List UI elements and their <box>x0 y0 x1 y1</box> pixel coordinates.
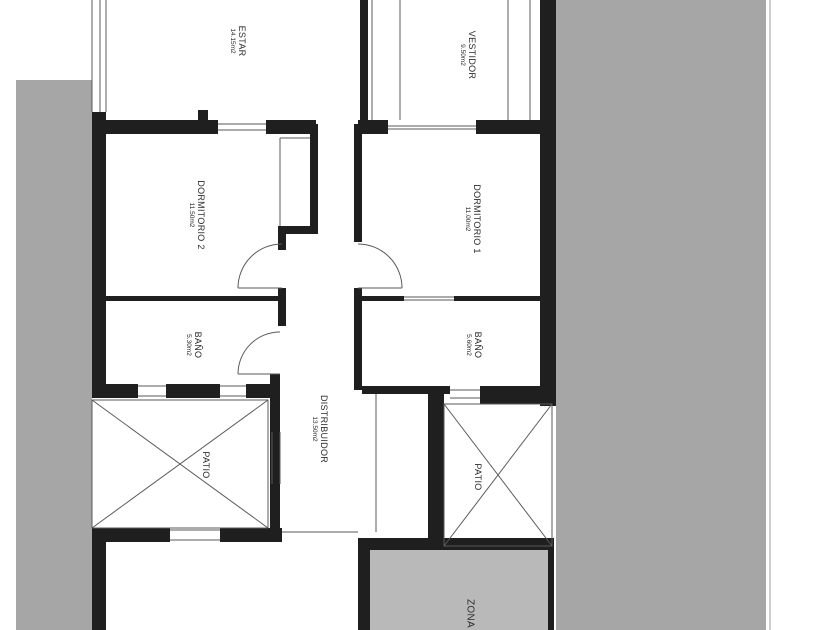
wall-estar-dorm2-b <box>266 120 316 134</box>
wall-corridor-right-mid <box>354 288 362 390</box>
wall-dorm2-bano <box>106 296 280 301</box>
wall-outer-left-lower <box>92 528 106 630</box>
right-margin <box>766 0 840 630</box>
walls <box>92 0 556 630</box>
left-outer-shade <box>16 80 92 630</box>
room-name-zona: ZONA <box>464 599 476 628</box>
patio-right-diag-b <box>443 403 553 547</box>
wall-estar-dorm2-a <box>92 120 218 134</box>
room-label-distribuidor: DISTRIBUIDOR 13.50m2 <box>311 379 329 479</box>
room-label-zona: ZONA <box>465 584 476 630</box>
door-swing-dorm2 <box>237 243 283 289</box>
room-label-estar: ESTAR 14.15m2 <box>229 1 247 81</box>
room-area-bano-left: 5.30m2 <box>185 334 192 356</box>
room-label-patio-left: PATIO <box>201 435 211 495</box>
room-name-bano-left: BAÑO <box>193 331 203 359</box>
wall-zona-left <box>358 538 370 630</box>
wall-corridor-left-mid <box>278 288 286 326</box>
wall-patio-right-left <box>428 392 444 546</box>
right-outer-shade <box>556 0 766 630</box>
patio-left-frame <box>91 399 269 529</box>
wall-vestidor-dorm1-b <box>476 120 554 134</box>
patio-right-frame <box>443 403 553 547</box>
thin-lines <box>91 0 553 547</box>
wall-outer-right <box>540 0 556 406</box>
room-label-vestidor: VESTIDOR 9.50m2 <box>459 15 477 95</box>
wall-dorm1-left <box>354 124 362 242</box>
wall-zona-top <box>358 538 554 550</box>
room-name-bano-right: BAÑO <box>473 331 483 359</box>
room-area-vestidor: 9.50m2 <box>459 44 466 66</box>
room-name-dormitorio-1: DORMITORIO 1 <box>472 184 482 254</box>
zona-area <box>370 548 552 630</box>
wall-corridor-left-low <box>270 374 280 534</box>
room-label-dormitorio-1: DORMITORIO 1 11.00m2 <box>464 164 482 274</box>
door-swing-bano-left <box>237 331 281 375</box>
wall-dorm2-right-lower <box>278 226 286 250</box>
room-name-dormitorio-2: DORMITORIO 2 <box>196 180 206 250</box>
wall-patio-left-bottom-b <box>220 528 282 542</box>
room-name-patio-right: PATIO <box>473 463 483 491</box>
room-name-distribuidor: DISTRIBUIDOR <box>319 394 329 464</box>
wall-bano-left-bottom-a <box>92 384 138 398</box>
door-swing-dorm1 <box>357 243 403 289</box>
wall-bano-left-bottom-b <box>166 384 220 398</box>
room-area-dormitorio-2: 11.50m2 <box>188 202 195 228</box>
room-label-patio-right: PATIO <box>473 447 483 507</box>
room-label-bano-left: BAÑO 5.30m2 <box>185 315 203 375</box>
room-area-dormitorio-1: 11.00m2 <box>464 206 471 232</box>
room-label-dormitorio-2: DORMITORIO 2 11.50m2 <box>188 160 206 270</box>
wall-dorm1-bano-a <box>362 296 404 301</box>
wall-outer-left-upper <box>92 112 106 398</box>
left-margin-shade <box>0 0 16 630</box>
wall-bano-right-bottom-b <box>480 386 554 404</box>
room-label-bano-right: BAÑO 5.60m2 <box>465 315 483 375</box>
wall-patio-left-bottom-a <box>92 528 170 542</box>
wall-dorm1-bano-b <box>454 296 542 301</box>
wall-bano-left-bottom-c <box>246 384 280 398</box>
wall-dorm2-right <box>310 124 318 232</box>
wall-bano-right-bottom-a <box>362 386 450 394</box>
room-name-estar: ESTAR <box>237 25 247 57</box>
room-area-estar: 14.15m2 <box>229 28 236 54</box>
room-area-bano-right: 5.60m2 <box>465 334 472 356</box>
room-name-vestidor: VESTIDOR <box>467 30 477 80</box>
patio-left-diag-b <box>91 399 269 529</box>
room-area-distribuidor: 13.50m2 <box>311 416 318 442</box>
wall-closet-bottom <box>280 226 318 234</box>
room-name-patio-left: PATIO <box>201 451 211 479</box>
wall-outer-right-lower <box>548 548 554 630</box>
wall-estar-stub <box>198 110 208 124</box>
wall-estar-vestidor <box>360 0 368 124</box>
